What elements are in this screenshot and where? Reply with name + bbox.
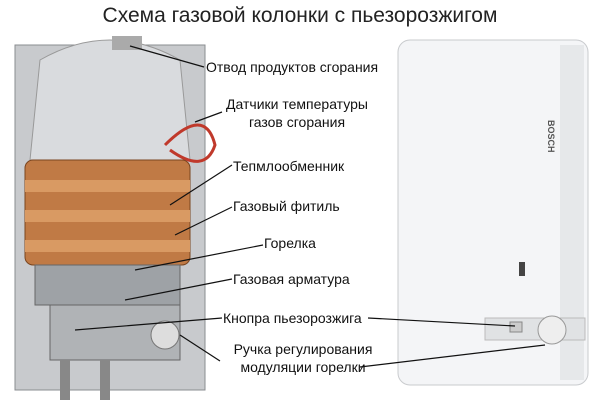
leader-line-piezo-right	[367, 317, 516, 327]
label-knob-line1: Ручка регулирования	[233, 341, 373, 357]
pipe	[100, 360, 110, 400]
regulator-knob	[150, 320, 180, 350]
label-sensors-line2: газов сгорания	[248, 114, 346, 130]
leader-line-sensors	[194, 111, 223, 123]
sensor-wire	[163, 123, 217, 163]
leader-line-gas-valve	[124, 278, 233, 301]
label-sensors-line1: Датчики температуры	[226, 96, 368, 112]
heat-exchanger-tube	[25, 210, 190, 222]
water-heater-illustration: BOSCH	[397, 39, 589, 386]
brand-logo: BOSCH	[546, 120, 556, 153]
control-panel	[484, 317, 586, 341]
piezo-button	[509, 321, 523, 333]
label-flue: Отвод продуктов сгорания	[206, 59, 379, 75]
label-pilot: Газовый фитиль	[233, 198, 340, 214]
leader-line-heat-exchanger	[169, 164, 233, 206]
label-burner: Горелка	[264, 235, 316, 251]
leader-line-knob-left	[179, 334, 221, 362]
label-heat-exchanger: Тепмлообменник	[233, 158, 345, 174]
label-sensors: Датчики температуры газов сгорания	[222, 95, 372, 131]
heat-exchanger-tube	[25, 180, 190, 192]
leader-line-pilot	[174, 206, 233, 236]
label-knob-line2: модуляции горелки	[240, 359, 366, 375]
display-window	[519, 262, 525, 276]
label-gas-valve: Газовая арматура	[233, 271, 350, 287]
heater-body	[397, 39, 589, 386]
flue-outlet	[112, 36, 142, 50]
leader-line-piezo-left	[74, 317, 223, 331]
modulation-knob	[537, 315, 567, 345]
leader-line-burner	[134, 244, 264, 271]
leader-line-flue	[129, 45, 205, 68]
leader-lines	[74, 45, 546, 368]
leader-line-knob-right	[359, 344, 546, 368]
label-piezo: Кнопра пьезорозжига	[223, 310, 362, 326]
pipe	[60, 360, 70, 400]
label-knob: Ручка регулирования модуляции горелки	[218, 340, 388, 376]
internal-unit-illustration	[14, 36, 217, 400]
burner	[34, 264, 181, 306]
diagram-title: Схема газовой колонки с пьезорозжигом	[102, 4, 498, 27]
heat-exchanger-tube	[25, 240, 190, 252]
